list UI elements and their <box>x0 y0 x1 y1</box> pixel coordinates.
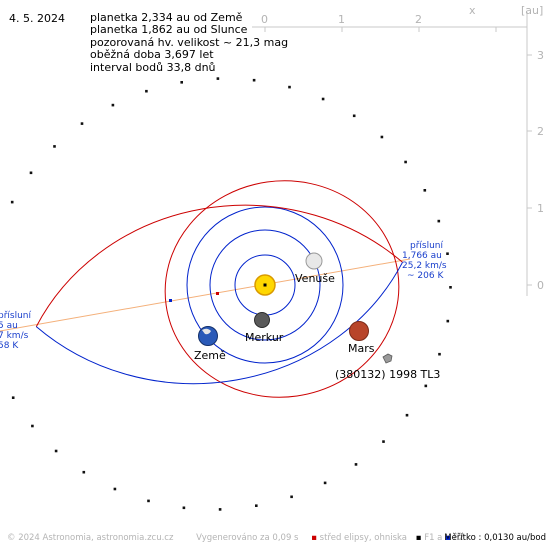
footer: © 2024 Astronomia, astronomia.zcu.cz Vyg… <box>7 533 464 543</box>
f1-marker-icon: ▪ <box>415 533 422 543</box>
perihelion-title-left: přísluní <box>0 311 32 321</box>
orbit-point <box>352 114 356 118</box>
perihelion-distance-left: 5 au <box>0 321 18 331</box>
orbit-point <box>449 286 452 289</box>
legend-f1-label: F1 a <box>424 533 443 543</box>
orbit-point <box>288 85 291 89</box>
f2-marker-icon: ▪ <box>445 533 451 543</box>
perihelion-speed-left: 7 km/s <box>0 331 29 341</box>
mars-orbit <box>164 180 400 398</box>
orbit-point <box>80 122 84 125</box>
orbit-point <box>54 449 58 453</box>
orbit-point <box>111 103 115 107</box>
info-line: pozorovaná hv. velikost ~ 21,3 mag <box>90 35 289 49</box>
perihelion-temperature-left: 58 K <box>0 341 19 351</box>
ellipse-center-marker <box>216 292 219 295</box>
orbit-point <box>10 200 14 204</box>
orbit-point <box>82 470 86 474</box>
x-tick-label: 1 <box>338 13 345 26</box>
mars-icon <box>349 321 369 341</box>
y-tick-label: 3 <box>537 49 544 62</box>
info-line: oběžná doba 3,697 let <box>90 48 214 62</box>
orbit-point <box>354 463 358 466</box>
orbit-point <box>321 97 325 101</box>
venus-icon <box>305 252 323 270</box>
orbit-point <box>323 481 327 485</box>
orbit-point <box>380 135 384 139</box>
orbit-point <box>424 384 428 388</box>
perihelion-distance: 1,766 au <box>402 251 442 261</box>
orbit-point <box>31 424 34 428</box>
earth-label: Země <box>194 349 226 362</box>
orbit-point <box>438 352 441 356</box>
x-tick-label: 2 <box>415 13 422 26</box>
orbit-point <box>405 413 409 417</box>
orbit-point <box>147 499 150 503</box>
orbit-point <box>53 145 56 148</box>
mars-label: Mars <box>348 342 375 355</box>
orbit-point <box>11 396 15 399</box>
orbit-point <box>29 171 33 175</box>
info-line: planetka 2,334 au od Země <box>90 11 243 24</box>
info-panel: planetka 2,334 au od Země planetka 1,862… <box>90 11 289 74</box>
line-of-apsides <box>0 258 411 332</box>
orbit-point <box>437 219 441 223</box>
orbit-point <box>182 506 186 510</box>
unit-label: [au] <box>521 4 543 17</box>
orbit-point <box>252 78 256 82</box>
orbit-point <box>113 487 117 491</box>
legend-f2-label: F2 <box>453 533 464 543</box>
orbit-point <box>382 440 385 443</box>
info-line: planetka 1,862 au od Slunce <box>90 23 248 37</box>
focus-f1-marker <box>263 283 267 287</box>
venus-orbit <box>209 229 321 341</box>
mercury-label: Merkur <box>245 331 284 344</box>
orbit-point <box>180 81 183 84</box>
orbit-point <box>290 495 293 499</box>
date-label: 4. 5. 2024 <box>9 12 65 25</box>
mercury-icon <box>254 312 270 328</box>
perihelion-speed: 25,2 km/s <box>402 261 447 271</box>
orbit-point-markers <box>10 77 452 511</box>
orbit-point <box>423 189 427 192</box>
orbit-point <box>446 319 450 323</box>
asteroid-orbit-upper <box>35 204 403 327</box>
x-axis-label: x <box>469 4 476 17</box>
earth-orbit <box>186 206 344 364</box>
earth-cloud-detail <box>202 328 211 335</box>
asteroid-label: (380132) 1998 TL3 <box>335 368 440 381</box>
orbit-point <box>255 504 258 507</box>
legend-center-label: střed elipsy, ohniska <box>319 533 408 543</box>
orbit-point <box>446 252 449 255</box>
y-tick-label: 2 <box>537 125 544 138</box>
orbit-point <box>145 89 148 93</box>
perihelion-title: přísluní <box>410 241 444 251</box>
copyright-link[interactable]: © 2024 Astronomia, astronomia.zcu.cz <box>7 533 174 543</box>
center-marker-icon: ▪ <box>311 533 317 543</box>
y-tick-label: 0 <box>537 279 544 292</box>
venus-label: Venuše <box>295 272 335 285</box>
asteroid-orbit-lower <box>35 262 403 385</box>
info-line: interval bodů 33,8 dnů <box>90 60 216 74</box>
y-tick-label: 1 <box>537 202 544 215</box>
x-tick-label: 0 <box>261 13 268 26</box>
generation-time: Vygenerováno za 0,09 s <box>196 533 299 543</box>
orbit-point <box>216 77 220 80</box>
orbit-point <box>218 508 222 511</box>
asteroid-icon <box>382 353 393 364</box>
scale-label: Měřítko : 0,0130 au/bod <box>444 533 546 543</box>
orbit-point <box>404 160 407 164</box>
focus-f2-marker <box>169 299 172 302</box>
perihelion-temperature: ~ 206 K <box>407 271 444 281</box>
